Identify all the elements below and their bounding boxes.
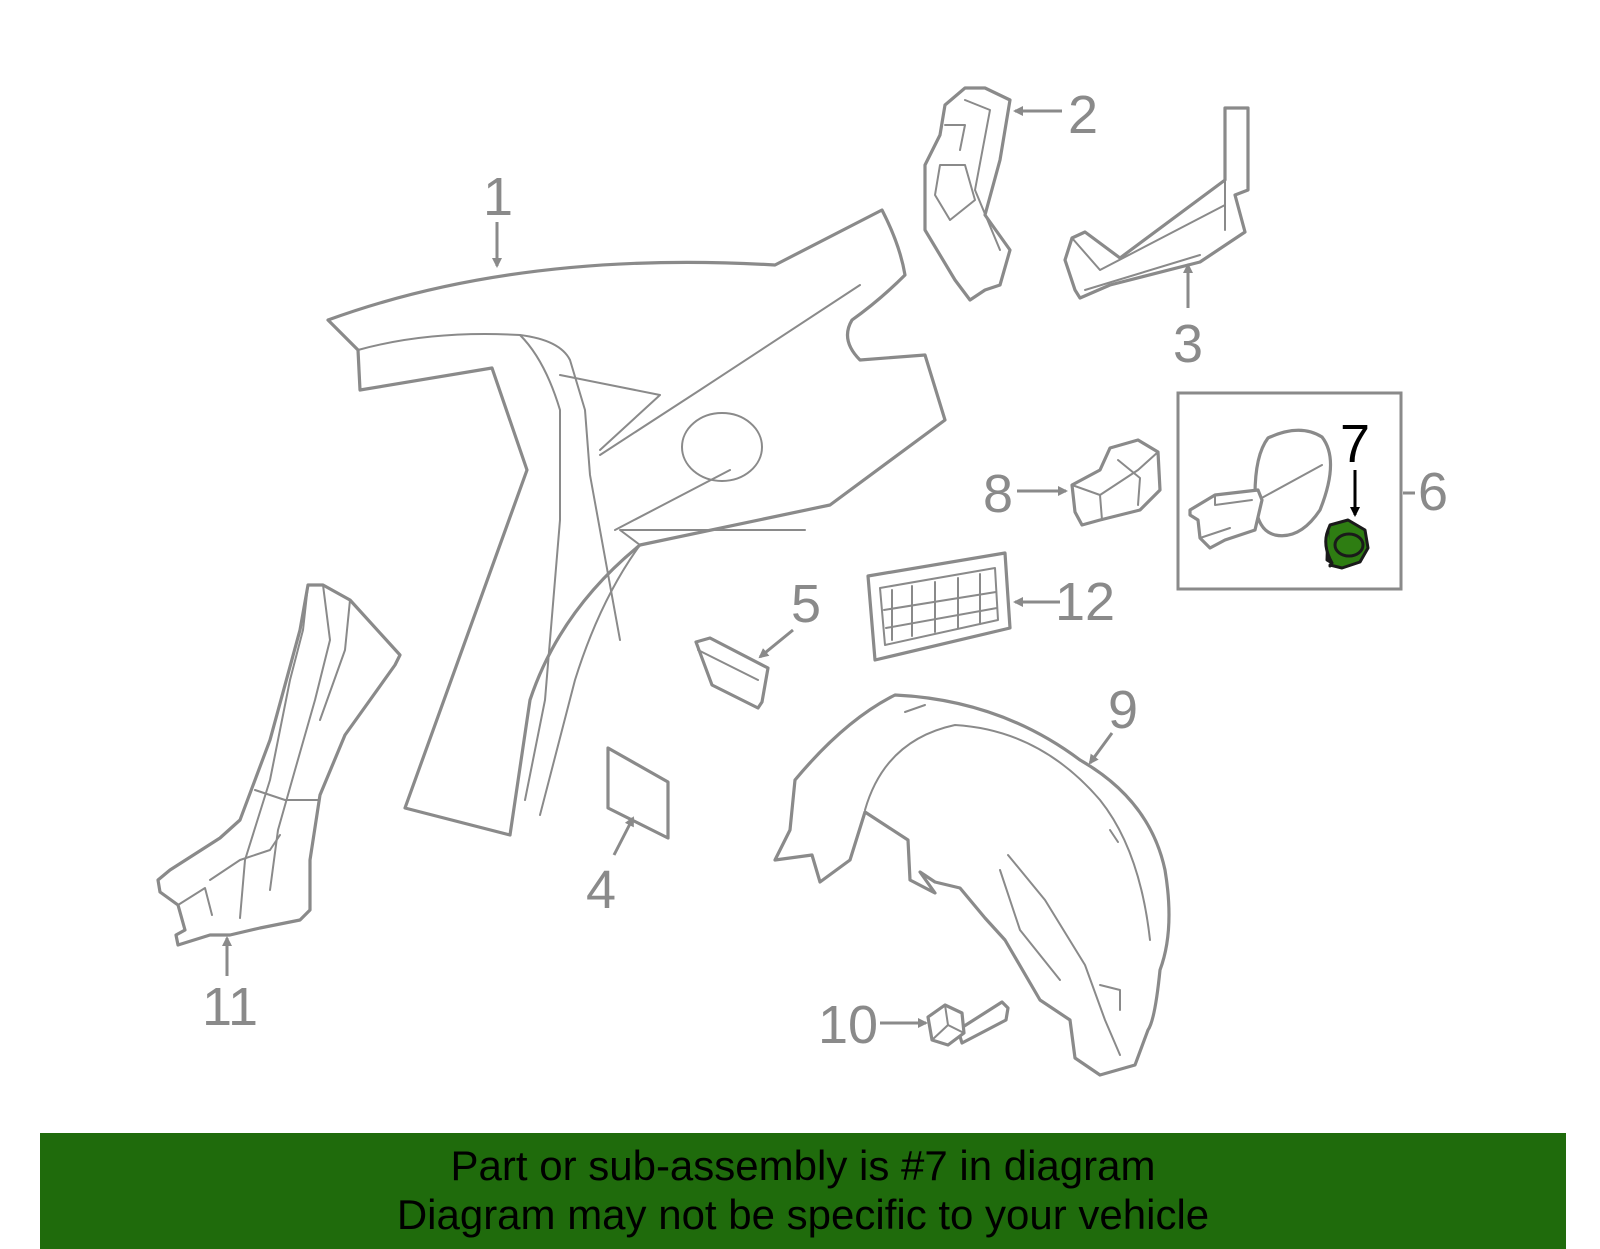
- part-4-pad: [606, 746, 670, 840]
- part-2-bracket: [923, 86, 1012, 302]
- callout-10: 10: [818, 995, 878, 1055]
- callout-2: 2: [1068, 85, 1098, 145]
- callout-3: 3: [1173, 314, 1203, 374]
- part-6-fuel-door-group: [1176, 391, 1403, 591]
- part-1-quarter-panel: [326, 208, 947, 837]
- callout-12: 12: [1055, 572, 1115, 632]
- part-9-liner: [773, 693, 1171, 1077]
- callout-6: 6: [1418, 462, 1448, 522]
- part-8-housing: [1070, 438, 1162, 527]
- callout-1: 1: [483, 167, 513, 227]
- info-banner: Part or sub-assembly is #7 in diagram Di…: [40, 1133, 1566, 1249]
- part-3-rail: [1063, 106, 1250, 300]
- part-12-vent: [866, 551, 1012, 662]
- callout-8: 8: [983, 464, 1013, 524]
- part-7-nut: [1324, 518, 1370, 570]
- callout-labels: 1 2 3 4 5 6 7 8 9 10 11 12: [202, 85, 1448, 1055]
- part-5-clip: [694, 636, 770, 710]
- callout-4: 4: [586, 860, 616, 920]
- banner-line-2: Diagram may not be specific to your vehi…: [396, 1191, 1210, 1238]
- callout-9: 9: [1108, 680, 1138, 740]
- callout-5: 5: [791, 574, 821, 634]
- part-10-bolt: [926, 1000, 1010, 1047]
- leader-lines: [222, 106, 1415, 1028]
- callout-7-highlighted: 7: [1340, 414, 1370, 474]
- banner-line-1: Part or sub-assembly is #7 in diagram: [450, 1142, 1156, 1189]
- callout-11: 11: [202, 977, 258, 1037]
- part-11-pillar: [156, 583, 402, 947]
